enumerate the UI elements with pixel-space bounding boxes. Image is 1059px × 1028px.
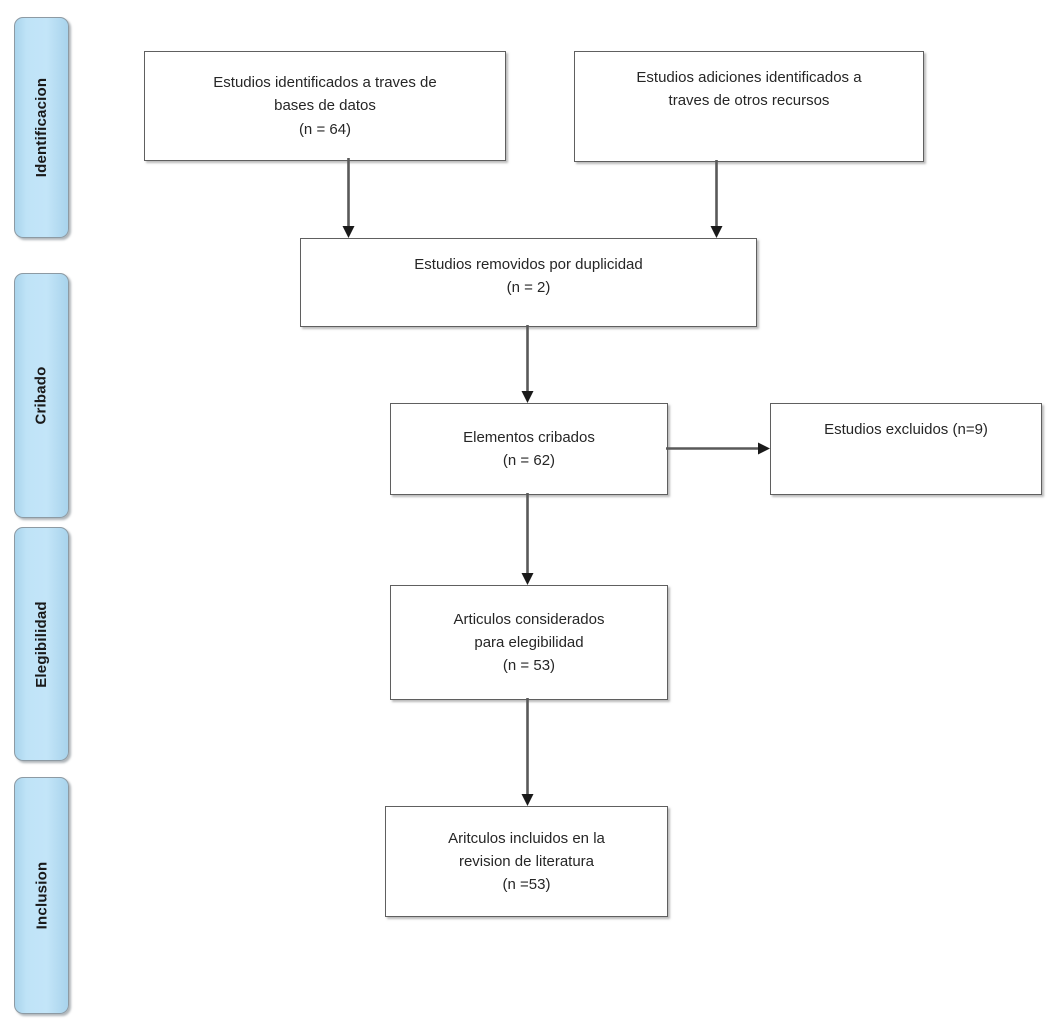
connector-screened-to-eligibility [519,493,539,589]
flow-box-records-databases-text: Estudios identificados a traves de bases… [213,74,437,138]
flow-box-records-screened-text: Elementos cribados (n = 62) [463,428,595,469]
flow-box-duplicates-removed: Estudios removidos por duplicidad (n = 2… [300,238,757,327]
stage-label-inclusion: Inclusion [33,861,51,930]
flow-box-records-excluded-text: Estudios excluidos (n=9) [824,421,988,438]
connector-other-to-duplicates [708,160,728,244]
flow-box-records-databases: Estudios identificados a traves de bases… [144,51,506,161]
stage-pill-cribado: Cribado [14,273,69,518]
flow-box-records-excluded: Estudios excluidos (n=9) [770,403,1042,495]
flow-box-studies-included: Aritculos incluidos en la revision de li… [385,806,668,917]
connector-eligibility-to-included [519,698,539,810]
flow-box-records-screened: Elementos cribados (n = 62) [390,403,668,495]
flow-box-duplicates-removed-text: Estudios removidos por duplicidad (n = 2… [414,256,643,297]
connector-databases-to-duplicates [340,158,360,242]
stage-pill-elegibilidad: Elegibilidad [14,527,69,761]
connector-screened-to-excluded [666,440,776,458]
flow-box-records-other-sources: Estudios adiciones identificados a trave… [574,51,924,162]
flow-box-studies-included-text: Aritculos incluidos en la revision de li… [448,829,605,894]
stage-label-identificacion: Identificacion [33,77,51,178]
stage-pill-inclusion: Inclusion [14,777,69,1014]
flow-box-records-other-sources-text: Estudios adiciones identificados a trave… [636,69,862,110]
stage-label-elegibilidad: Elegibilidad [33,600,51,688]
stage-label-cribado: Cribado [33,366,51,425]
stage-pill-identificacion: Identificacion [14,17,69,238]
flow-box-full-text-eligibility-text: Articulos considerados para elegibilidad… [453,610,605,675]
flow-box-full-text-eligibility: Articulos considerados para elegibilidad… [390,585,668,700]
connector-duplicates-to-screened [519,325,539,409]
